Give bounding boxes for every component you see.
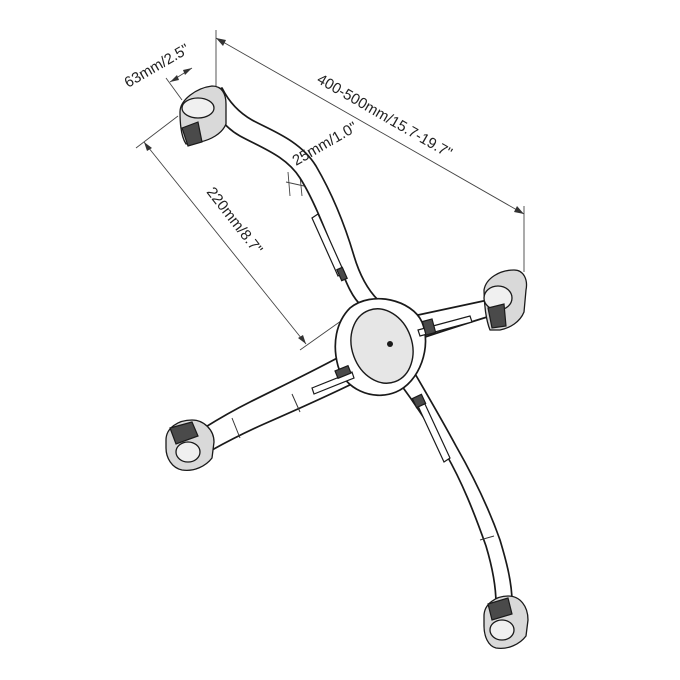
clamp-bottom-right <box>483 595 529 650</box>
adjustment-slots <box>311 213 473 463</box>
hub-hole-icon <box>387 341 393 347</box>
total-width-label: 400-500mm/15.7-19.7" <box>314 71 455 162</box>
clamp-top-left <box>179 85 227 147</box>
arm-width-label: 25mm/1.0" <box>290 119 361 170</box>
height-label: 220mm/8.7" <box>203 184 266 258</box>
center-hub <box>334 297 427 397</box>
dimension-lines <box>135 30 525 351</box>
lower-left-knob-icon <box>334 364 352 380</box>
upper-left-knob-icon <box>336 266 348 282</box>
clamp-bottom-left <box>165 419 215 472</box>
right-knob-icon <box>421 318 437 336</box>
clamp-right <box>483 269 528 331</box>
clamp-width-label: 63mm/2.5" <box>122 41 193 92</box>
lower-right-knob-icon <box>411 393 427 409</box>
